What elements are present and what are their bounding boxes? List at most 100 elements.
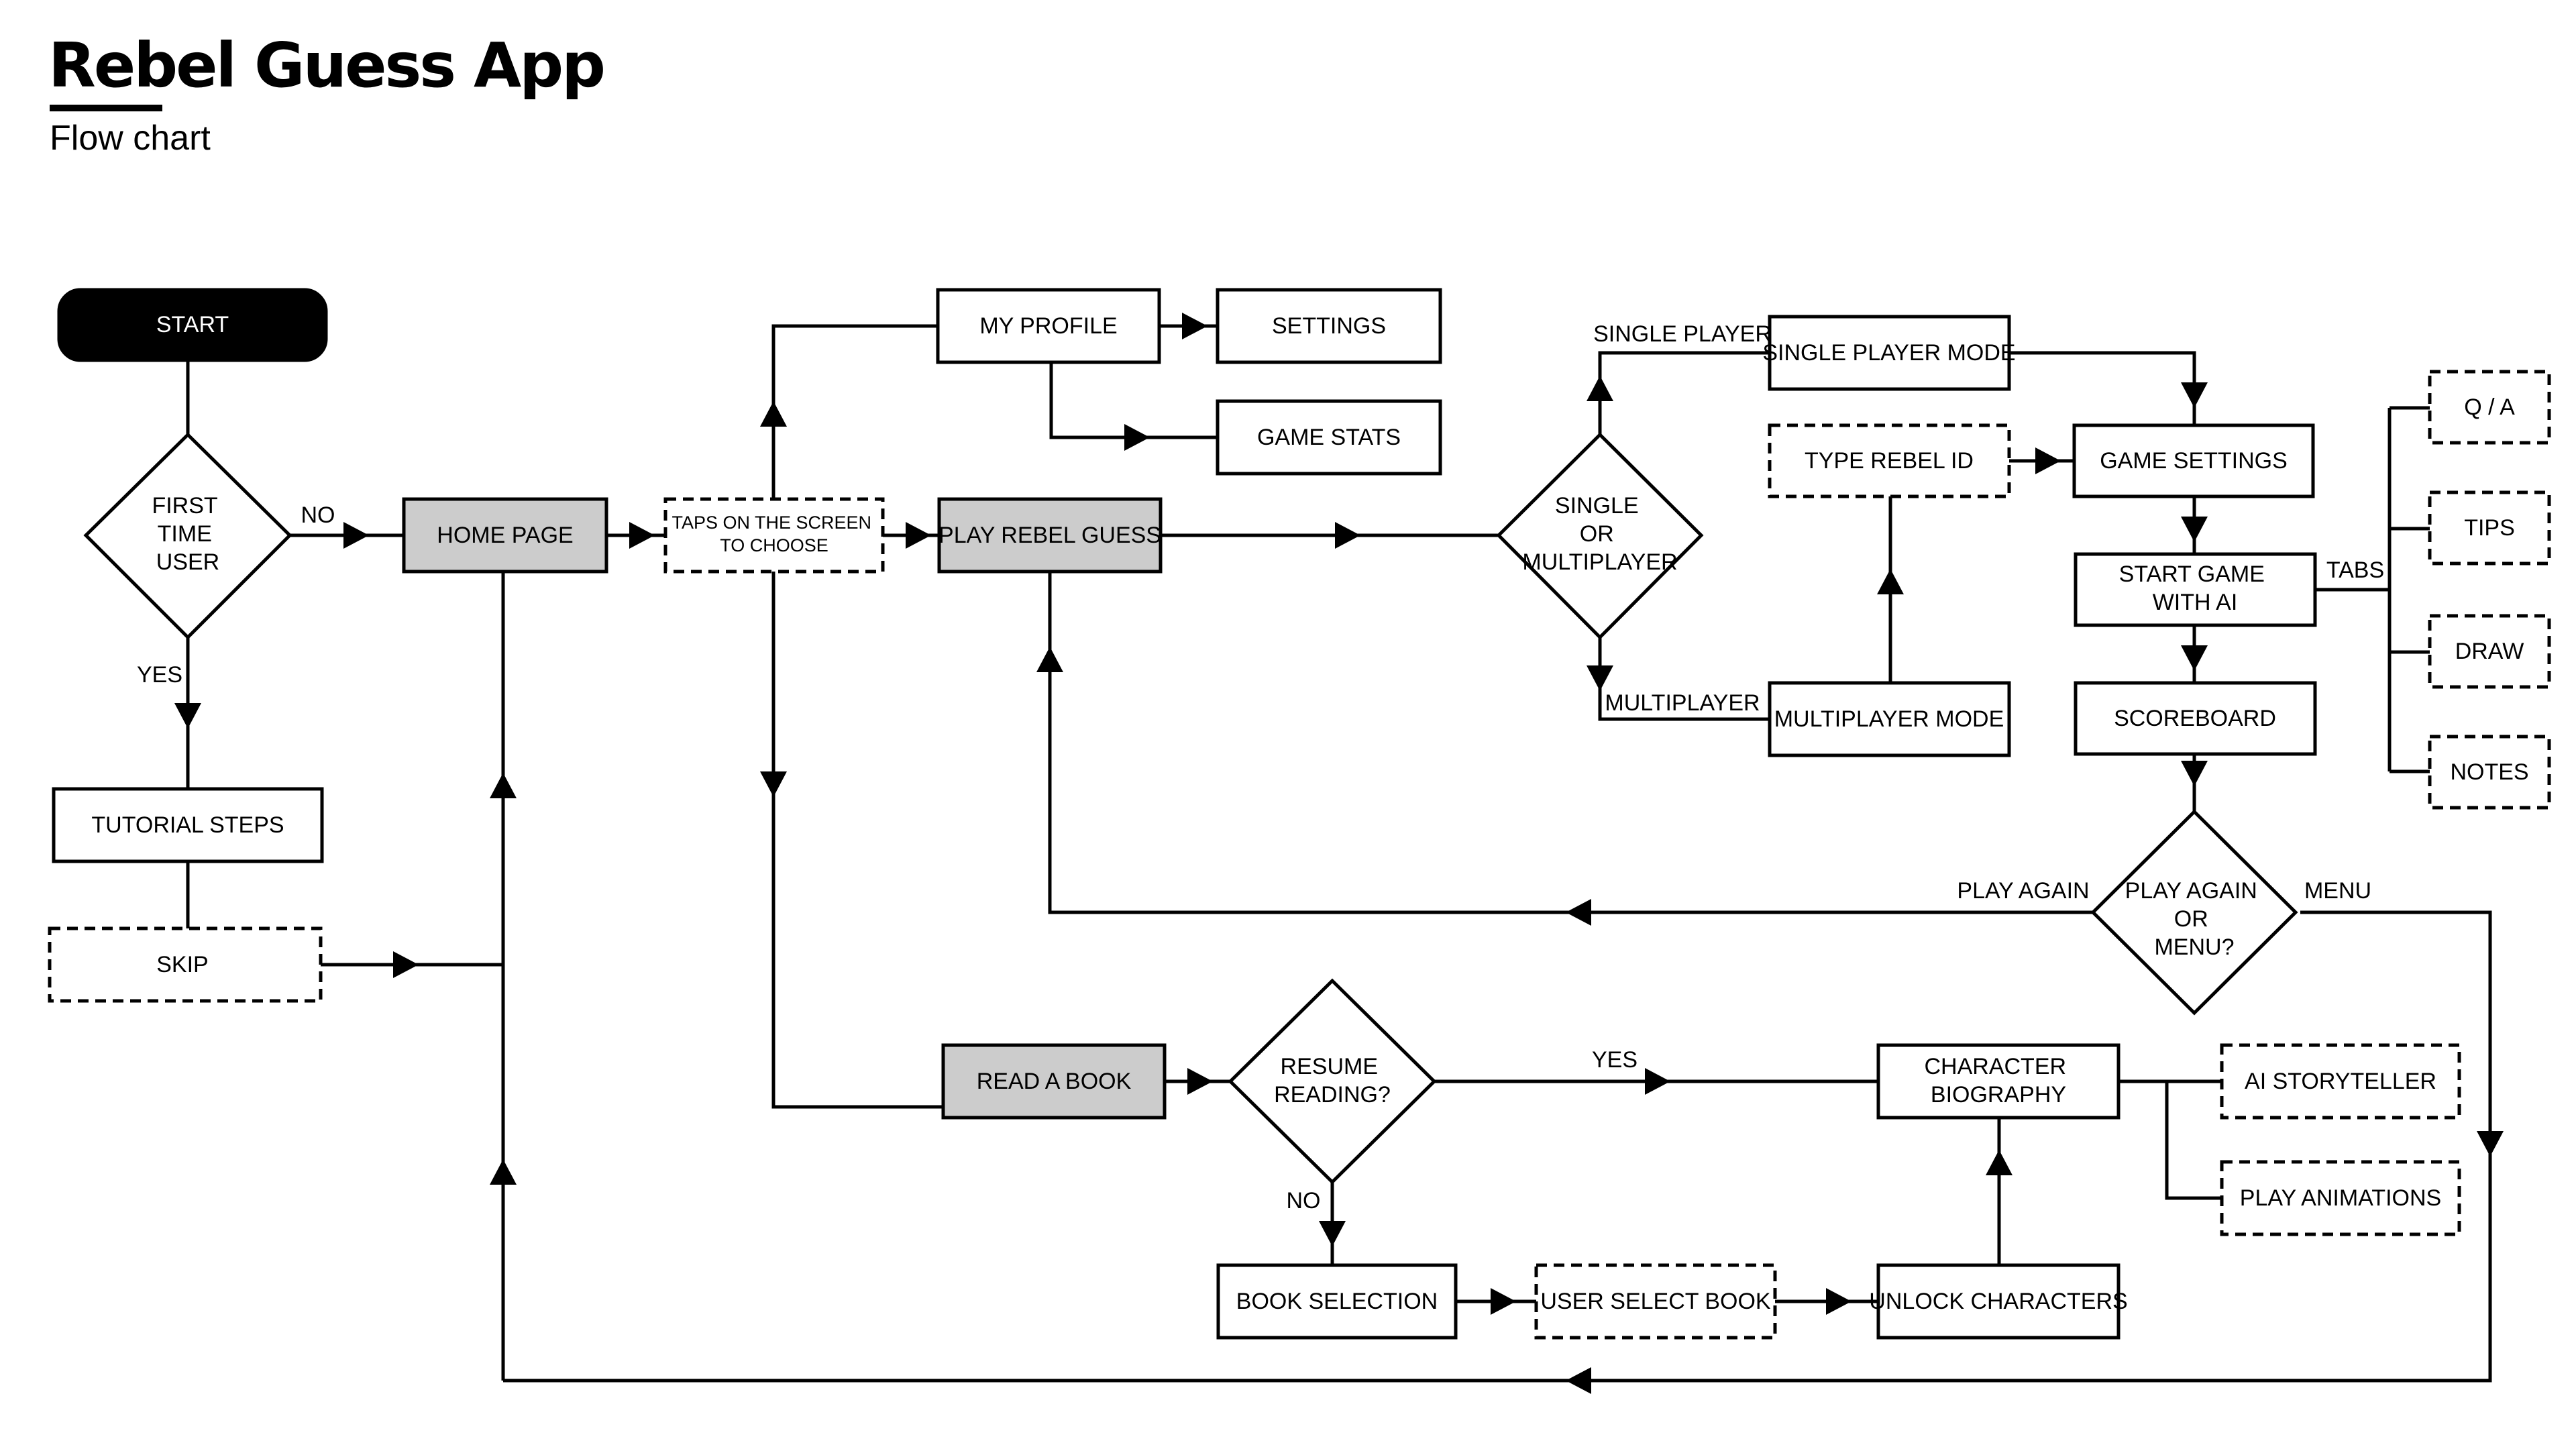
arrowhead xyxy=(1036,647,1063,672)
home-page-label: HOME PAGE xyxy=(437,523,573,548)
connector-taps-to-profile xyxy=(771,324,938,499)
tab-draw-box xyxy=(2428,614,2551,689)
app-title: Rebel Guess App xyxy=(48,30,606,101)
resume-reading-line: RESUME xyxy=(1281,1054,1378,1079)
ai-storyteller-box xyxy=(2220,1043,2461,1120)
arrowhead xyxy=(1877,569,1904,594)
taps-on-screen-box xyxy=(663,497,885,574)
character-biography-label: CHARACTER BIOGRAPHY xyxy=(1924,1054,2072,1108)
first-time-user-label: FIRST TIME USER xyxy=(152,493,223,575)
skip-label: SKIP xyxy=(156,952,208,977)
connector-profile-to-stats xyxy=(1049,362,1218,439)
resume-reading-label: RESUME READING? xyxy=(1274,1054,1391,1108)
arrowhead xyxy=(906,522,931,549)
tab-tips-box xyxy=(2428,490,2551,566)
settings-box xyxy=(1216,288,1442,364)
game-stats-label: GAME STATS xyxy=(1257,425,1401,450)
connector-play-again xyxy=(1048,572,2094,914)
read-a-book-box xyxy=(941,1043,1167,1120)
play-again-or-menu-line: MENU? xyxy=(2154,934,2234,960)
resume-reading-diamond xyxy=(1228,978,1437,1185)
arrowhead xyxy=(2035,447,2061,474)
shapes xyxy=(48,288,2551,1340)
edge-label-resume-yes: YES xyxy=(1592,1047,1638,1073)
tab-tips-label: TIPS xyxy=(2464,515,2515,541)
single-or-multiplayer-label: SINGLE OR MULTIPLAYER xyxy=(1522,493,1677,575)
arrowhead xyxy=(2181,517,2208,542)
arrowhead xyxy=(2181,382,2208,408)
character-biography-line: BIOGRAPHY xyxy=(1931,1082,2066,1108)
arrowhead xyxy=(1645,1068,1670,1095)
arrowhead xyxy=(1124,424,1150,451)
connector-single-to-settings xyxy=(2009,351,2196,425)
arrowhead xyxy=(1826,1288,1851,1315)
first-time-user-line: FIRST xyxy=(152,493,217,519)
arrowhead xyxy=(2181,645,2208,671)
connector-choice-to-single xyxy=(1598,351,1770,435)
edge-label-multiplayer: MULTIPLAYER xyxy=(1605,690,1760,716)
arrowhead xyxy=(1587,376,1613,401)
unlock-characters-box xyxy=(1876,1263,2121,1340)
edge-label-single-player: SINGLE PLAYER xyxy=(1593,321,1772,347)
tab-notes-box xyxy=(2428,735,2551,810)
play-rebel-guess-box xyxy=(937,497,1163,574)
multiplayer-mode-label: MULTIPLAYER MODE xyxy=(1774,706,2004,732)
single-player-mode-box xyxy=(1768,315,2011,391)
user-select-book-box xyxy=(1534,1263,1777,1340)
arrowhead xyxy=(1319,1221,1346,1246)
connector-choice-to-multi xyxy=(1598,637,1770,721)
my-profile-box xyxy=(936,288,1161,364)
arrowhead xyxy=(629,522,655,549)
single-or-multiplayer-diamond xyxy=(1496,432,1704,640)
arrowhead xyxy=(1566,1367,1591,1394)
first-time-user-diamond xyxy=(83,432,292,640)
multiplayer-mode-box xyxy=(1768,681,2011,757)
tab-qa-box xyxy=(2428,370,2551,445)
arrowheads xyxy=(174,313,2504,1394)
single-or-multiplayer-line: SINGLE xyxy=(1555,493,1639,519)
header: Rebel Guess App Flow chart xyxy=(0,0,2576,174)
type-rebel-id-box xyxy=(1768,423,2011,498)
arrowhead xyxy=(1587,665,1613,691)
single-or-multiplayer-line: OR xyxy=(1580,521,1614,547)
arrowhead xyxy=(490,1159,517,1185)
start-label: START xyxy=(156,312,229,337)
play-animations-box xyxy=(2220,1160,2461,1236)
edge-label-play-again: PLAY AGAIN xyxy=(1957,878,2089,904)
play-again-or-menu-label: PLAY AGAIN OR MENU? xyxy=(2125,878,2264,960)
my-profile-label: MY PROFILE xyxy=(979,313,1117,339)
single-player-mode-label: SINGLE PLAYER MODE xyxy=(1762,340,2015,366)
scoreboard-label: SCOREBOARD xyxy=(2114,706,2276,731)
scoreboard-box xyxy=(2074,681,2317,756)
edge-labels: NO YES SINGLE PLAYER MULTIPLAYER TABS PL… xyxy=(137,321,2384,1214)
arrowhead xyxy=(393,951,419,978)
tutorial-steps-box xyxy=(52,787,324,863)
title-underline xyxy=(50,105,162,111)
character-biography-box xyxy=(1876,1043,2121,1120)
arrowhead xyxy=(760,401,787,427)
tutorial-steps-label: TUTORIAL STEPS xyxy=(91,812,284,838)
first-time-user-line: TIME xyxy=(158,521,212,547)
game-settings-label: GAME SETTINGS xyxy=(2100,448,2288,474)
edge-label-menu: MENU xyxy=(2304,878,2371,904)
play-rebel-guess-label: PLAY REBEL GUESS xyxy=(938,523,1161,548)
edge-label-no: NO xyxy=(301,502,335,528)
arrowhead xyxy=(343,522,369,549)
resume-reading-line: READING? xyxy=(1274,1082,1391,1108)
play-again-or-menu-line: PLAY AGAIN xyxy=(2125,878,2257,904)
taps-on-screen-label: TAPS ON THE SCREEN TO CHOOSE xyxy=(672,513,876,555)
skip-box xyxy=(48,926,323,1003)
start-game-with-ai-line: START GAME xyxy=(2119,561,2265,587)
book-selection-box xyxy=(1216,1263,1458,1340)
book-selection-label: BOOK SELECTION xyxy=(1236,1289,1438,1314)
arrowhead xyxy=(1335,522,1360,549)
arrowhead xyxy=(1566,899,1591,926)
unlock-characters-label: UNLOCK CHARACTERS xyxy=(1869,1289,2127,1314)
arrowhead xyxy=(760,771,787,797)
arrowhead xyxy=(2181,761,2208,786)
node-labels: START FIRST TIME USER TUTORIAL STEPS SKI… xyxy=(91,312,2528,1314)
first-time-user-line: USER xyxy=(156,549,219,575)
arrowhead xyxy=(2477,1131,2504,1157)
tab-notes-label: NOTES xyxy=(2450,759,2528,785)
